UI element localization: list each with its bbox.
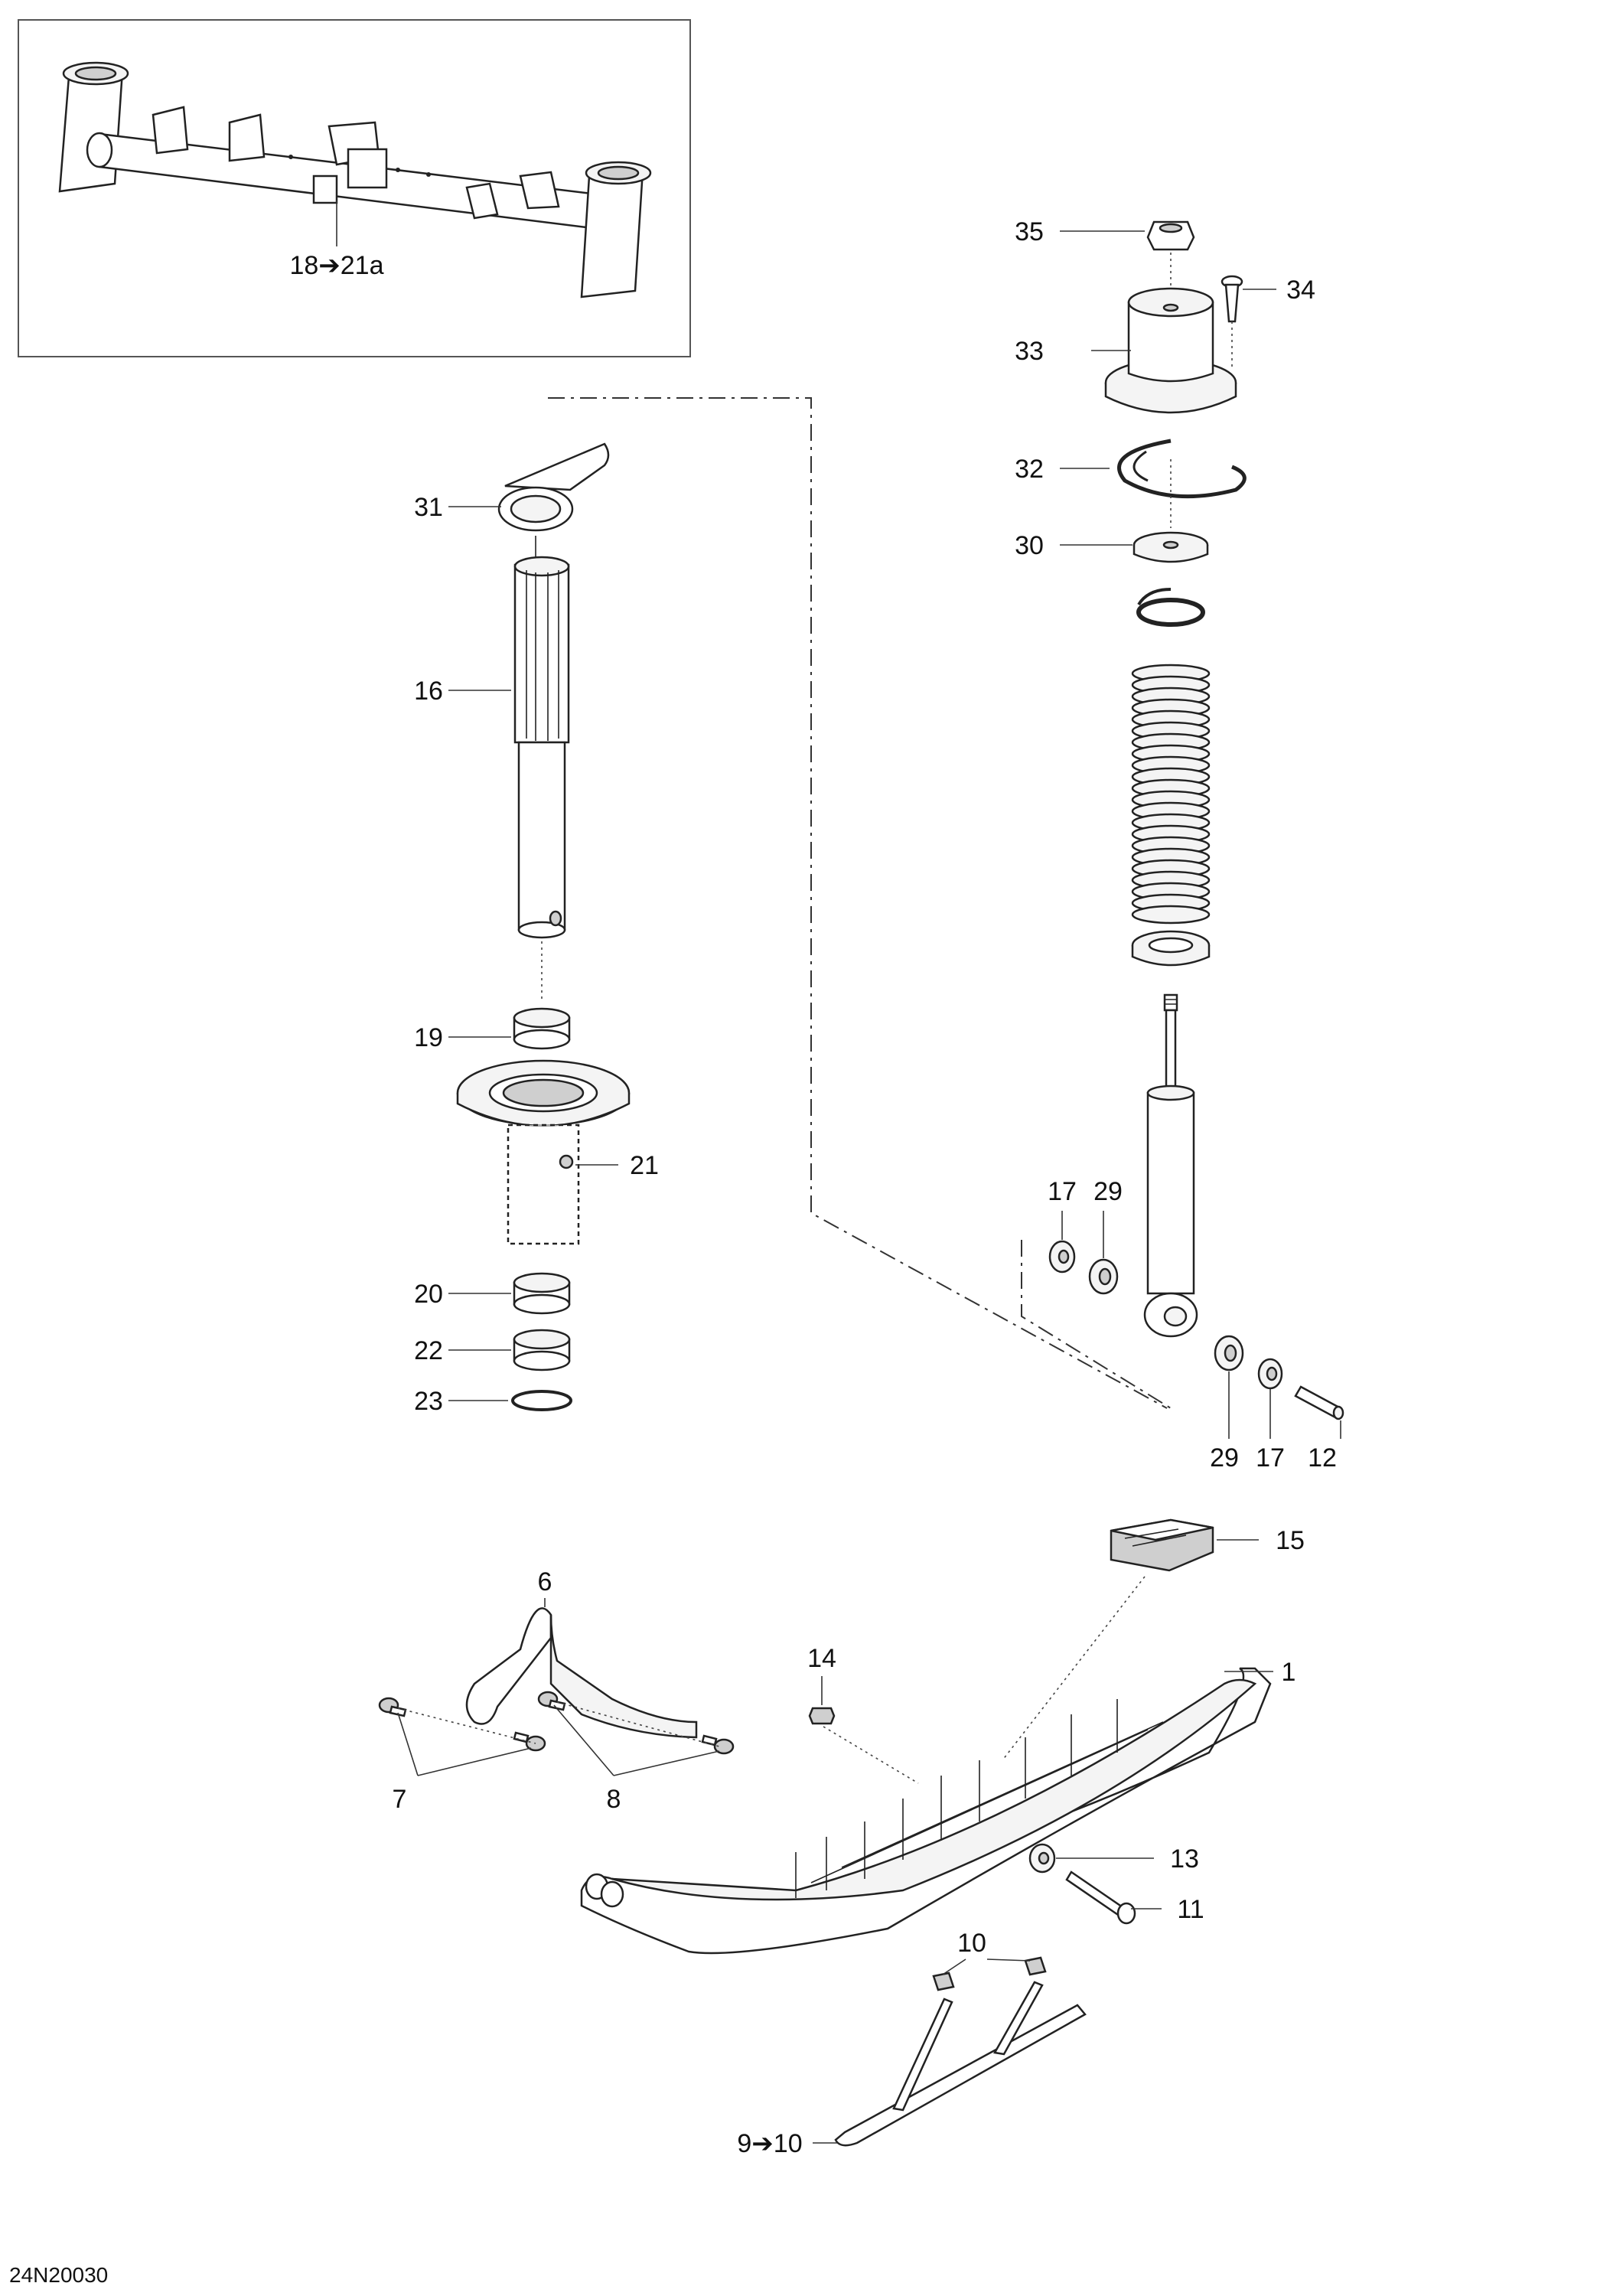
callout-1: 1	[1282, 1658, 1296, 1687]
cross-member-drawing	[58, 61, 652, 298]
callout-17-upper: 17	[1048, 1177, 1077, 1206]
callout-29-lower: 29	[1210, 1443, 1239, 1473]
part-14-nut	[808, 1707, 836, 1725]
inset-panel: 18➔21a	[18, 19, 691, 357]
assembly-connection-line-2	[1021, 1240, 1172, 1409]
callout-17-lower: 17	[1256, 1443, 1285, 1473]
inset-callout: 18➔21a	[289, 251, 383, 280]
part-8-screw-left	[537, 1691, 566, 1711]
part-29-bushing-left	[1088, 1258, 1119, 1295]
part-29-bushing-right	[1214, 1335, 1244, 1371]
callout-10: 10	[957, 1929, 986, 1958]
part-15-ski-handle	[1110, 1518, 1214, 1572]
part-33-spring-cap	[1104, 287, 1237, 414]
part-7-screw-left	[378, 1697, 407, 1717]
part-19-bushing	[513, 1007, 571, 1050]
callout-15: 15	[1276, 1526, 1305, 1555]
callout-8: 8	[607, 1785, 621, 1814]
part-13-washer	[1028, 1843, 1056, 1874]
callout-34: 34	[1286, 276, 1315, 305]
coil-spring	[1131, 664, 1211, 925]
part-17-washer-right	[1257, 1358, 1283, 1390]
callout-31: 31	[414, 493, 443, 522]
leader-lines	[397, 230, 1341, 2144]
callout-35: 35	[1015, 217, 1044, 246]
part-35-nut	[1146, 220, 1195, 251]
part-6-ski-keel-plate	[465, 1607, 698, 1739]
part-22-bushing	[513, 1329, 571, 1371]
part-21-flange-housing	[456, 1059, 631, 1245]
callout-6: 6	[538, 1567, 552, 1596]
ski-group	[378, 1518, 1272, 2147]
shock-absorber-group	[1048, 220, 1344, 1420]
callout-20: 20	[414, 1280, 443, 1309]
callouts: 31 16 19 21 20 22 23 35 34 33 32 30 17 2…	[393, 217, 1337, 2158]
spring-retainer-ring	[1136, 588, 1205, 627]
shock-absorber-body	[1143, 993, 1198, 1338]
part-31-steering-arm	[497, 442, 610, 532]
callout-13: 13	[1170, 1844, 1199, 1874]
part-11-bolt	[1065, 1870, 1136, 1925]
part-1-ski	[580, 1667, 1272, 1955]
callout-21: 21	[630, 1151, 659, 1180]
part-32-retaining-clip	[1117, 439, 1247, 499]
part-34-bolt	[1221, 275, 1243, 323]
part-30-spring-seat	[1133, 531, 1209, 563]
part-20-bushing	[513, 1272, 571, 1315]
callout-11: 11	[1177, 1895, 1204, 1924]
callout-29-upper: 29	[1093, 1177, 1123, 1206]
assembly-connection-line	[548, 397, 1168, 1409]
callout-19: 19	[414, 1023, 443, 1052]
callout-9-10: 9➔10	[737, 2129, 802, 2158]
callout-30: 30	[1015, 531, 1044, 560]
callout-22: 22	[414, 1336, 443, 1365]
callout-12: 12	[1308, 1443, 1337, 1473]
figure-code: 24N20030	[9, 2263, 108, 2287]
part-23-circlip	[511, 1390, 572, 1411]
callout-23: 23	[414, 1387, 443, 1416]
part-17-washer-left	[1048, 1240, 1076, 1274]
lower-spring-seat	[1131, 930, 1211, 967]
part-9-ski-runner	[834, 1981, 1087, 2147]
callout-32: 32	[1015, 455, 1044, 484]
part-8-screw-right	[701, 1734, 735, 1755]
steering-column-group	[456, 442, 631, 1411]
part-16-steering-column	[513, 556, 570, 939]
spring-coil	[1131, 905, 1211, 925]
callout-33: 33	[1015, 337, 1044, 366]
callout-16: 16	[414, 677, 443, 706]
part-10-nut-left	[932, 1971, 955, 1991]
part-10-nut-right	[1024, 1956, 1047, 1976]
part-12-pin	[1294, 1385, 1344, 1420]
callout-14: 14	[807, 1644, 836, 1673]
callout-7: 7	[393, 1785, 407, 1814]
